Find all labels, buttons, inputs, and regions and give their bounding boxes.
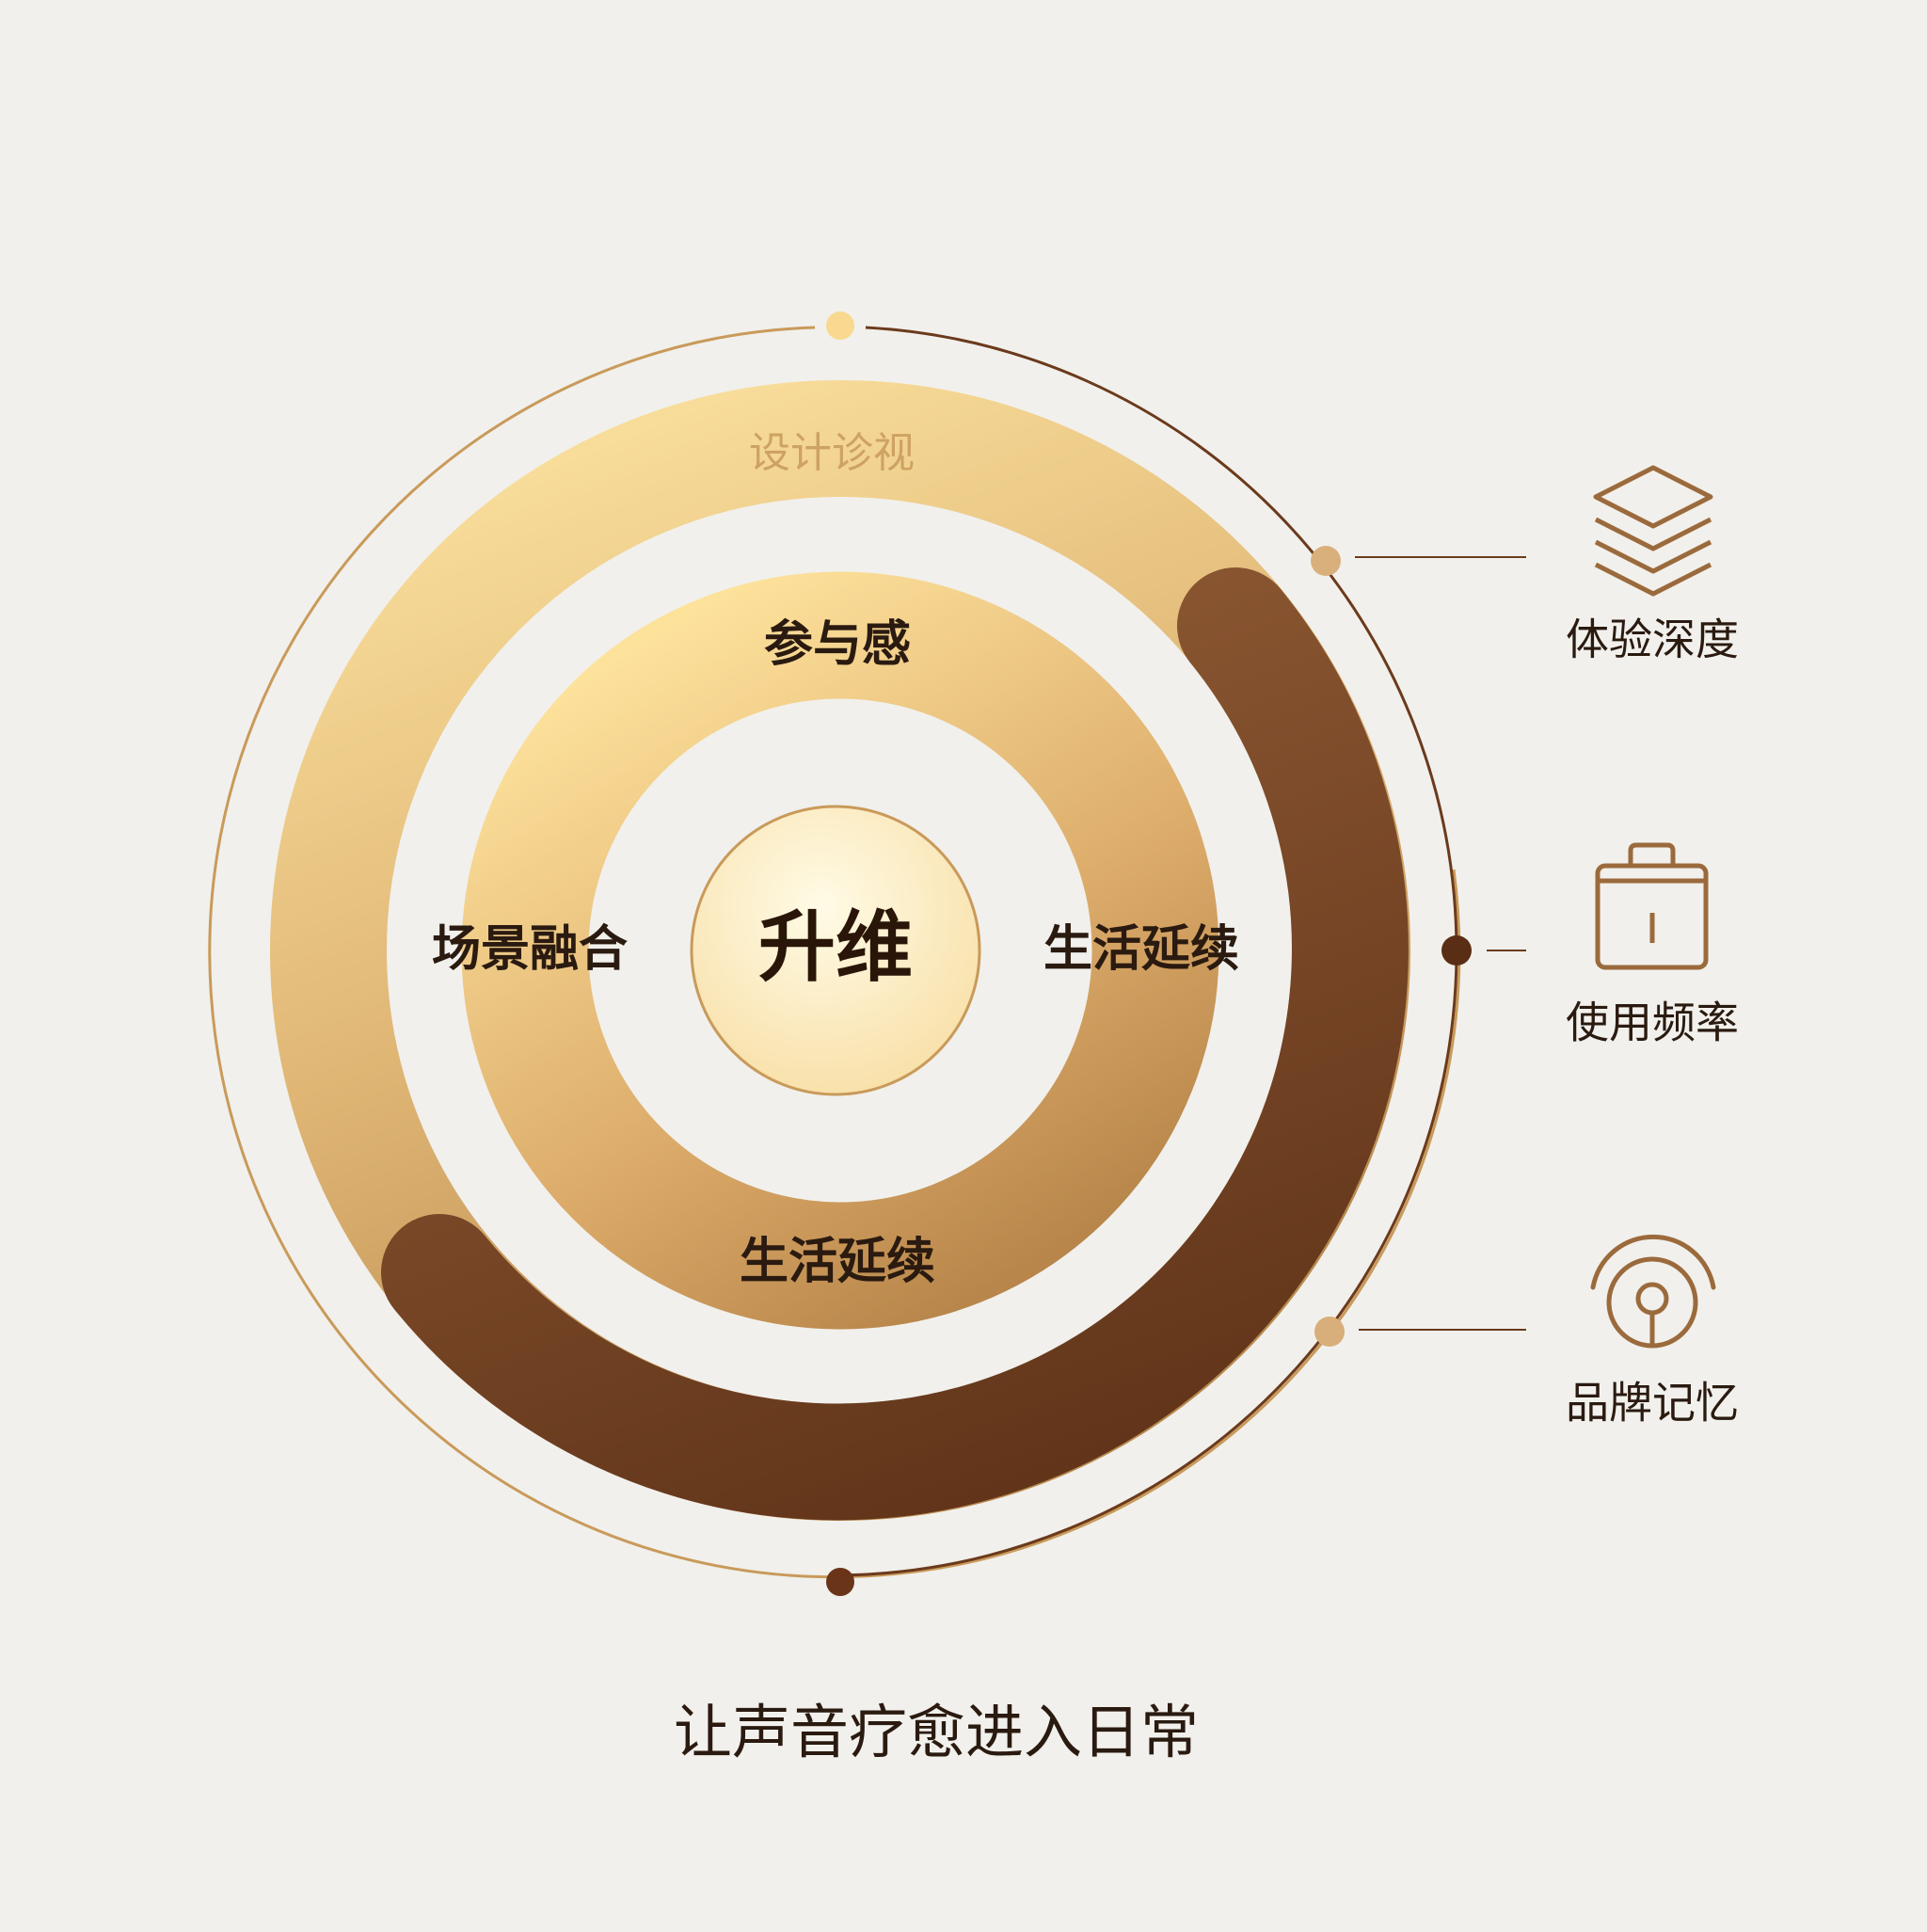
- diagram-caption: 让声音疗愈进入日常: [674, 1698, 1199, 1766]
- metric-label-depth: 体验深度: [1566, 615, 1739, 665]
- guide-dot-lower-right: [1314, 1317, 1345, 1347]
- bag-icon: [1595, 842, 1709, 970]
- guide-dot-top: [826, 311, 854, 340]
- middle-ring-label-bottom: 生活延续: [740, 1234, 935, 1290]
- metric-label-memory: 品牌记忆: [1566, 1378, 1739, 1429]
- signal-pin-icon: [1590, 1234, 1716, 1349]
- middle-ring-label-left: 场景融合: [432, 921, 628, 978]
- guide-dot-right: [1441, 935, 1472, 966]
- metric-label-frequency: 使用频率: [1566, 998, 1739, 1048]
- center-circle: [690, 805, 981, 1096]
- middle-ring-label-top: 参与感: [764, 616, 911, 673]
- layers-icon: [1593, 465, 1713, 597]
- guide-dot-bottom: [826, 1568, 854, 1596]
- middle-ring-label-right: 生活延续: [1043, 921, 1239, 978]
- outer-ring-label: 设计诊视: [749, 429, 915, 477]
- center-label: 升维: [758, 902, 913, 992]
- middle-ring: [461, 571, 1219, 1330]
- outer-ring-brown-arc: [381, 567, 1409, 1521]
- guide-dot-upper-right: [1311, 546, 1341, 576]
